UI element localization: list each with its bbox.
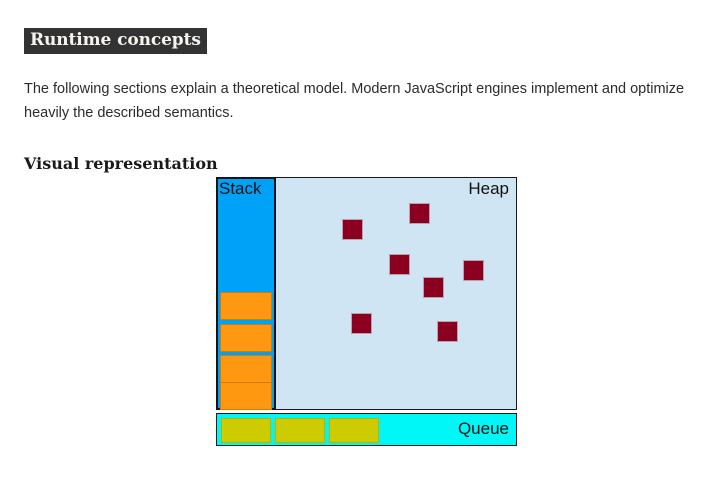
queue-label: Queue (457, 419, 509, 438)
heap-label: Heap (468, 179, 509, 198)
stack-frame (220, 382, 272, 410)
heap-object (423, 277, 444, 298)
heap-object (409, 203, 430, 224)
section-subheading: Visual representation (24, 154, 218, 173)
stack-label: Stack (219, 179, 262, 198)
heap-object (463, 260, 484, 281)
intro-paragraph: The following sections explain a theoret… (24, 80, 685, 121)
stack-frame (220, 292, 272, 320)
page-title: Runtime concepts (24, 28, 207, 55)
runtime-model-diagram: Heap Stack Queue (216, 177, 517, 446)
heap-object (342, 219, 363, 240)
heap-object (389, 254, 410, 275)
stack-region: Stack (216, 177, 276, 410)
queue-message (221, 418, 271, 443)
queue-message (275, 418, 325, 443)
stack-frame (220, 355, 272, 383)
stack-frame (220, 324, 272, 352)
queue-message (329, 418, 379, 443)
heap-object (437, 321, 458, 342)
heap-object (351, 313, 372, 334)
queue-region: Queue (216, 413, 517, 446)
